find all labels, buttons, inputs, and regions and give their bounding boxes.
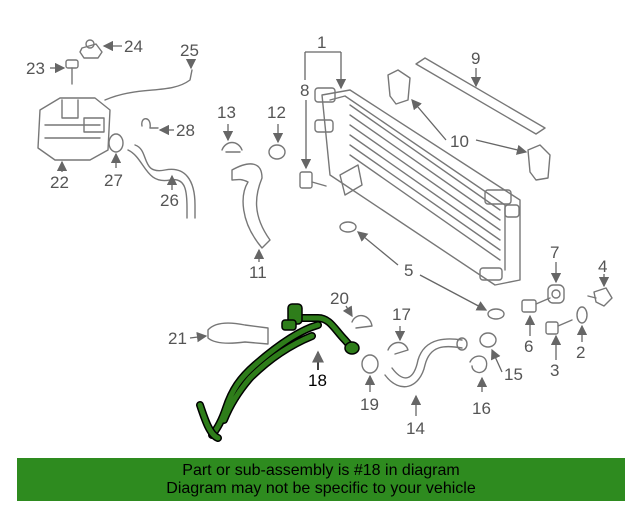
callout-labels: 1 8 9 10 24 23 25 28 22 27 26 13 12 11 5… (26, 33, 607, 438)
callout-14: 14 (406, 419, 425, 438)
reservoir-cap-part (79, 39, 103, 59)
gasket-19-part (361, 354, 379, 374)
bolt-6-part (521, 297, 551, 313)
callout-11: 11 (249, 263, 267, 282)
overflow-hose-part (104, 69, 193, 101)
callout-18: 18 (308, 371, 327, 390)
callout-23: 23 (26, 59, 45, 78)
bracket-10a-part (387, 69, 411, 105)
clamp-16-part (469, 355, 488, 374)
bar-9-part (415, 57, 546, 135)
grommet-7-part (547, 284, 565, 304)
hose-14-part (384, 338, 463, 388)
callout-26: 26 (160, 191, 179, 210)
banner-line-disclaimer: Diagram may not be specific to your vehi… (166, 480, 476, 497)
coolant-reservoir-part (37, 97, 111, 161)
callout-21: 21 (168, 329, 187, 348)
clamp-17-part (387, 341, 409, 355)
banner-line-part: Part or sub-assembly is #18 in diagram (182, 462, 460, 479)
callout-2: 2 (576, 343, 585, 362)
hose-11-part (231, 163, 271, 249)
callout-1: 1 (317, 33, 326, 52)
bracket-10b-part (527, 144, 551, 181)
callout-12: 12 (267, 103, 286, 122)
hose-26-part (134, 144, 196, 219)
callout-8: 8 (300, 81, 309, 100)
callout-25: 25 (180, 41, 199, 60)
callout-15: 15 (504, 365, 523, 384)
callout-13: 13 (217, 103, 236, 122)
leader-lines (50, 40, 610, 416)
callout-3: 3 (550, 361, 559, 380)
callout-24: 24 (124, 37, 143, 56)
washer-2-part (576, 306, 588, 324)
gasket-5b-part (487, 308, 505, 320)
callout-9: 9 (471, 49, 480, 68)
part-info-banner: Part or sub-assembly is #18 in diagram D… (17, 458, 625, 501)
callout-28: 28 (176, 121, 195, 140)
clamp-20-part (351, 315, 373, 329)
gasket-12-part (268, 144, 286, 160)
bolt-23-part (65, 59, 79, 85)
callout-5: 5 (404, 261, 413, 280)
bolt-3-part (545, 319, 573, 335)
clamp-28-part (141, 118, 159, 129)
bolt-8-part (299, 171, 327, 189)
callout-7: 7 (550, 243, 559, 262)
clamp-13-part (221, 141, 243, 153)
gasket-15-part (479, 332, 497, 348)
gasket-27-part (108, 133, 124, 153)
callout-6: 6 (524, 337, 533, 356)
callout-19: 19 (360, 395, 379, 414)
clip-4-part (587, 287, 613, 307)
callout-22: 22 (50, 173, 69, 192)
callout-10: 10 (450, 132, 469, 151)
callout-20: 20 (330, 289, 349, 308)
callout-16: 16 (472, 399, 491, 418)
coolant-tube-18-highlight (196, 303, 360, 442)
radiator-part (314, 87, 521, 286)
hose-21-part (207, 322, 269, 345)
callout-4: 4 (598, 257, 607, 276)
callout-17: 17 (392, 305, 411, 324)
gasket-5a-part (339, 221, 357, 233)
callout-27: 27 (104, 171, 123, 190)
